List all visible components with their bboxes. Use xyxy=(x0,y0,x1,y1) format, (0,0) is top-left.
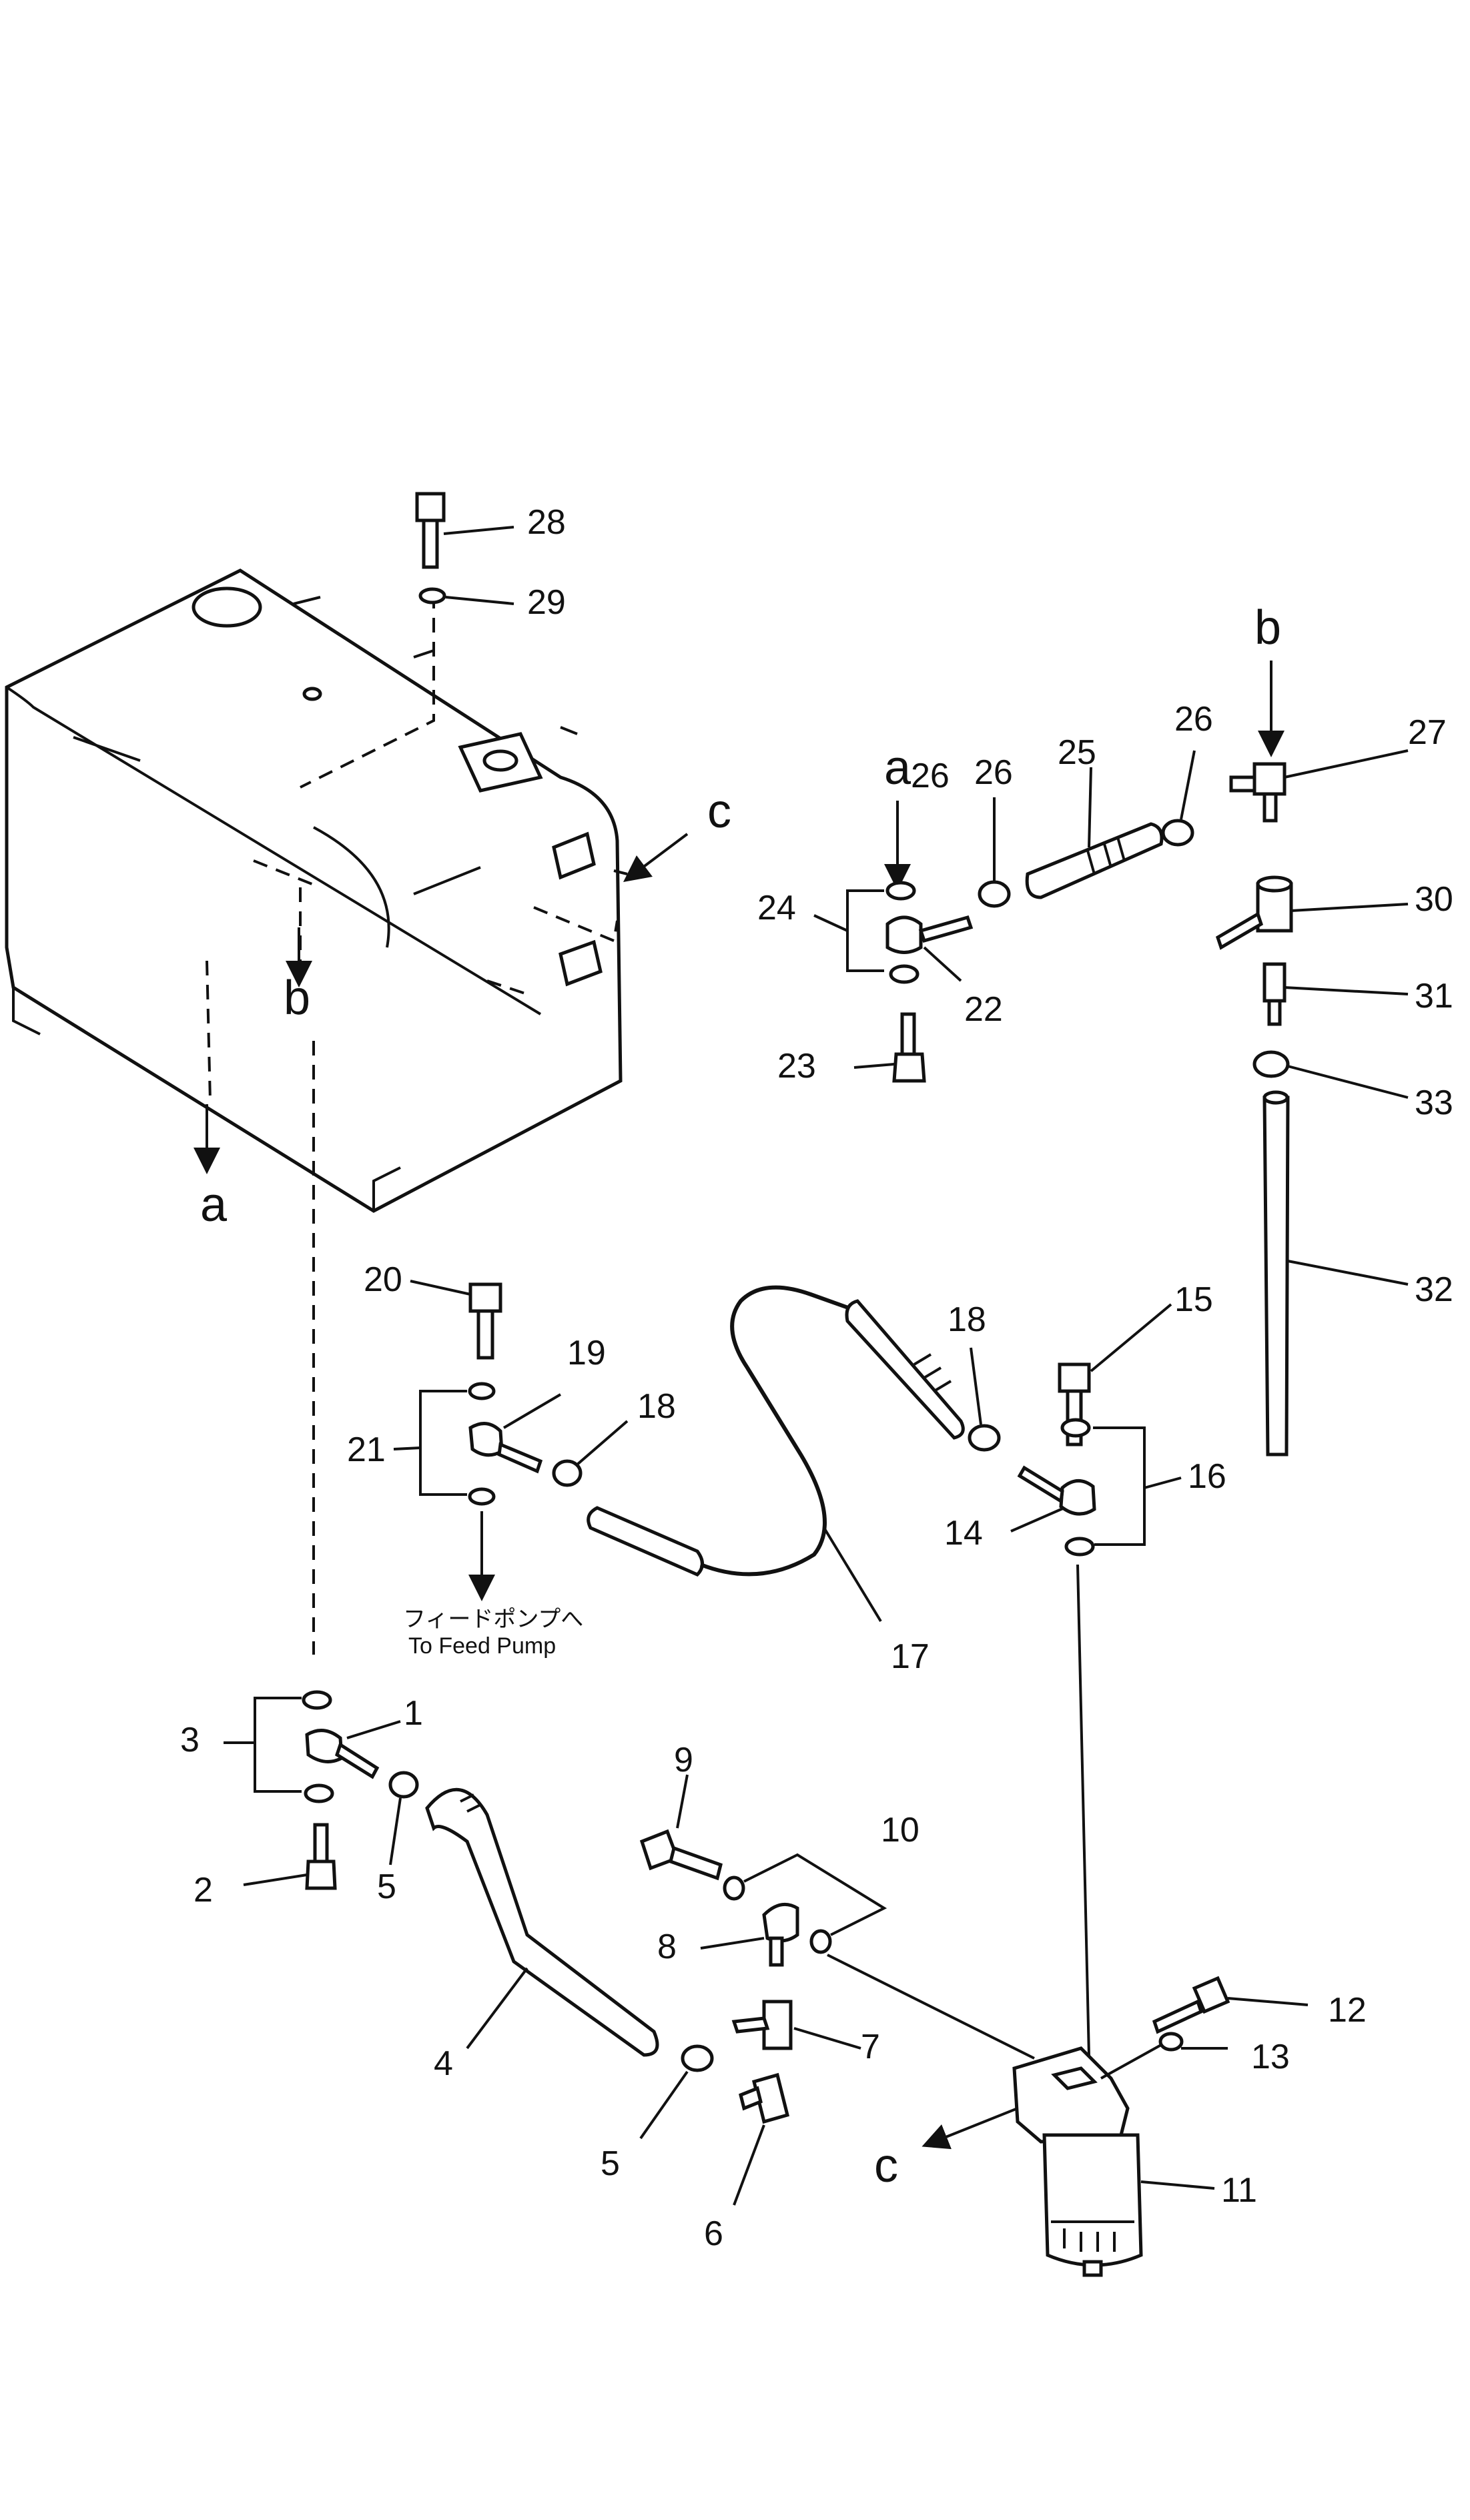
label-5-upper: 5 xyxy=(377,1867,396,1906)
label-32: 32 xyxy=(1415,1270,1453,1309)
hose-25 xyxy=(1025,767,1164,899)
label-2: 2 xyxy=(194,1871,213,1910)
tank-hidden-lines xyxy=(206,594,628,1655)
washers-21 xyxy=(393,1382,496,1506)
eye-joint-1 xyxy=(305,1720,401,1779)
view-arrows-tank: a b c xyxy=(194,785,731,1232)
label-19: 19 xyxy=(567,1334,606,1372)
washer-10-right xyxy=(809,1929,832,1954)
label-16: 16 xyxy=(1188,1457,1226,1496)
line-14-to-11 xyxy=(1076,1564,1091,2086)
label-8: 8 xyxy=(657,1928,677,1966)
fitting-31 xyxy=(1262,962,1409,1026)
label-3: 3 xyxy=(180,1721,200,1759)
washer-13 xyxy=(1100,2032,1228,2080)
view-letter-a-upper: a xyxy=(884,741,911,795)
label-15: 15 xyxy=(1174,1280,1213,1319)
washer-10-left xyxy=(723,1875,745,1901)
view-letter-c-tank: c xyxy=(707,785,731,838)
label-18-right: 18 xyxy=(948,1300,986,1339)
eye-joint-8 xyxy=(700,1902,799,1967)
bracket-10 xyxy=(743,1853,1035,2060)
washer-29 xyxy=(418,587,514,605)
label-13: 13 xyxy=(1251,2038,1290,2076)
label-22: 22 xyxy=(964,990,1003,1029)
clamp-18-left xyxy=(552,1420,629,1487)
bolt-9 xyxy=(639,1774,723,1881)
bolt-23 xyxy=(853,1012,926,1083)
label-17: 17 xyxy=(891,1637,930,1676)
tube-32 xyxy=(1262,1090,1409,1456)
eye-joint-14 xyxy=(1010,1465,1096,1533)
label-31: 31 xyxy=(1415,977,1453,1015)
to-feed-pump-arrow: フィードポンプへ To Feed Pump xyxy=(403,1511,583,1659)
label-12: 12 xyxy=(1328,1991,1367,2030)
bolt-15 xyxy=(1058,1303,1172,1446)
label-5-lower: 5 xyxy=(601,2144,620,2183)
label-9: 9 xyxy=(674,1741,693,1779)
view-letter-c-filter: c xyxy=(874,2139,898,2192)
clamp-33 xyxy=(1252,1050,1409,1099)
fitting-7 xyxy=(731,2000,861,2050)
tee-27 xyxy=(1229,749,1409,823)
label-30: 30 xyxy=(1415,880,1453,919)
view-letter-b-tank: b xyxy=(284,971,310,1025)
hose-4 xyxy=(425,1788,659,2057)
label-26-clamp-left: 26 xyxy=(974,753,1013,792)
clamp-5-upper xyxy=(388,1771,419,1865)
fuel-tank xyxy=(5,568,623,1213)
eye-joint-19 xyxy=(468,1393,562,1474)
label-28: 28 xyxy=(527,503,566,542)
clamp-5-lower xyxy=(639,2044,714,2140)
label-23: 23 xyxy=(777,1047,816,1086)
elbow-6 xyxy=(733,2072,790,2206)
view-letter-b-upper: b xyxy=(1254,601,1281,655)
view-letter-a-tank: a xyxy=(200,1178,228,1232)
washers-16 xyxy=(1060,1418,1182,1557)
label-14: 14 xyxy=(944,1514,983,1553)
label-11: 11 xyxy=(1221,2171,1257,2210)
view-arrows-upper-right: a b xyxy=(884,601,1284,891)
bolt-12 xyxy=(1152,1976,1309,2034)
label-6: 6 xyxy=(704,2214,723,2253)
washers-3 xyxy=(224,1690,334,1803)
label-25: 25 xyxy=(1058,733,1096,772)
label-21: 21 xyxy=(347,1430,386,1469)
clamp-26a xyxy=(978,797,1011,908)
bolt-2 xyxy=(243,1823,337,1890)
bolt-28 xyxy=(415,492,514,569)
hose-17 xyxy=(587,1285,965,1623)
label-29: 29 xyxy=(527,583,566,622)
label-7: 7 xyxy=(861,2028,880,2066)
clamp-18-right xyxy=(968,1347,1001,1452)
label-33: 33 xyxy=(1415,1084,1453,1122)
washers-24 xyxy=(813,881,920,984)
label-1: 1 xyxy=(404,1694,423,1733)
fuel-filter-11 xyxy=(1012,2046,1215,2277)
label-18-left: 18 xyxy=(637,1387,676,1426)
clamp-26b xyxy=(1161,750,1196,847)
label-10: 10 xyxy=(881,1811,920,1849)
label-27: 27 xyxy=(1408,713,1447,752)
label-26-clamp-right: 26 xyxy=(1174,700,1213,739)
note-feed-pump-en: To Feed Pump xyxy=(408,1633,556,1659)
view-arrow-c-filter: c xyxy=(874,2107,1018,2192)
note-feed-pump-jp: フィードポンプへ xyxy=(403,1607,583,1632)
eye-joint-22 xyxy=(885,915,974,982)
label-24: 24 xyxy=(757,889,796,927)
label-26a: 26 xyxy=(911,757,950,795)
bolt-20 xyxy=(410,1280,502,1360)
cock-30 xyxy=(1215,875,1409,950)
label-4: 4 xyxy=(434,2044,453,2083)
label-20: 20 xyxy=(364,1260,402,1299)
